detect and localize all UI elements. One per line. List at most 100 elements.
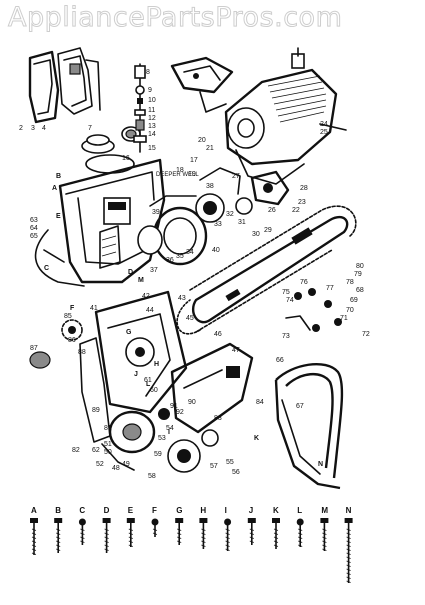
label-53: 53: [158, 435, 166, 442]
fastener-thread: [80, 540, 85, 543]
fastener-thread: [346, 548, 351, 551]
label-78: 78: [346, 279, 354, 286]
label-57: 57: [210, 463, 218, 470]
fastener-thread: [346, 572, 351, 575]
fastener-thread: [225, 540, 230, 543]
label-56: 56: [232, 469, 240, 476]
clutch-assembly: [101, 408, 219, 473]
fastener-thread: [31, 552, 37, 555]
fastener-thread: [31, 532, 37, 535]
fastener-label-k: K: [273, 506, 279, 515]
fastener-thread: [249, 528, 254, 531]
fastener-h: H: [199, 506, 208, 549]
label-19: 19: [188, 171, 196, 178]
label-45: 45: [186, 315, 194, 322]
label-28: 28: [300, 185, 308, 192]
fastener-thread: [346, 532, 351, 535]
label-32: 32: [226, 211, 234, 218]
fastener-label-e: E: [128, 506, 134, 515]
fastener-thread: [273, 532, 279, 535]
fastener-a: A: [30, 506, 38, 555]
fastener-head: [199, 518, 208, 523]
label-18: 18: [176, 167, 184, 174]
label-20: 20: [198, 137, 206, 144]
label-31: 31: [238, 219, 246, 226]
callout-f: F: [70, 305, 75, 312]
fastener-thread: [346, 536, 351, 539]
deeper-well-label: DEEPER WELL: [156, 172, 199, 178]
callout-k: K: [254, 435, 259, 442]
fastener-thread: [177, 540, 182, 543]
label-62: 62: [92, 447, 100, 454]
label-12: 12: [148, 115, 156, 122]
label-36: 36: [166, 257, 174, 264]
label-26: 26: [268, 207, 276, 214]
fastener-thread: [56, 544, 61, 547]
handle-bracket: [170, 56, 234, 113]
label-92: 92: [176, 409, 184, 416]
engine-block: [224, 47, 347, 185]
fastener-thread: [80, 532, 85, 535]
fastener-thread: [56, 548, 61, 551]
guide-bar: [191, 215, 349, 324]
label-64: 64: [30, 225, 38, 232]
fastener-thread: [56, 536, 61, 539]
fastener-thread: [104, 536, 109, 539]
label-24: 24: [320, 121, 328, 128]
label-76: 76: [300, 279, 308, 286]
fastener-thread: [177, 528, 182, 531]
handle-shield-assembly: [28, 47, 101, 124]
label-55: 55: [226, 459, 234, 466]
label-63: 63: [30, 217, 38, 224]
label-52: 52: [96, 461, 104, 468]
fastener-thread: [273, 544, 279, 547]
main-housing: [34, 158, 166, 287]
label-11: 11: [148, 107, 155, 114]
label-13: 13: [148, 123, 156, 130]
label-2: 2: [19, 125, 23, 132]
label-68: 68: [356, 287, 364, 294]
label-87: 87: [30, 345, 38, 352]
fastener-label-d: D: [104, 506, 110, 515]
fastener-thread: [31, 548, 37, 551]
label-69: 69: [350, 297, 358, 304]
label-43: 43: [178, 295, 186, 302]
callout-j: J: [134, 371, 138, 378]
fastener-thread: [273, 540, 279, 543]
callout-l: L: [146, 381, 151, 388]
label-15: 15: [148, 145, 156, 152]
fastener-thread: [346, 540, 351, 543]
fastener-thread: [31, 540, 37, 543]
label-60: 60: [150, 387, 158, 394]
callout-e: E: [56, 213, 61, 220]
label-85: 85: [64, 313, 72, 320]
fastener-thread: [152, 528, 158, 531]
label-83: 83: [214, 415, 222, 422]
label-67: 67: [296, 403, 304, 410]
fastener-thread: [201, 532, 206, 535]
label-58: 58: [148, 473, 156, 480]
fastener-thread: [346, 576, 351, 579]
fastener-l: L: [296, 506, 304, 547]
fastener-thread: [273, 528, 279, 531]
fastener-thread: [56, 532, 61, 535]
label-71: 71: [340, 315, 348, 322]
fastener-thread: [225, 532, 230, 535]
fastener-thread: [201, 544, 206, 547]
label-59: 59: [154, 451, 162, 458]
fastener-thread: [249, 540, 254, 543]
fastener-n: N: [344, 506, 353, 583]
label-81: 81: [104, 425, 112, 432]
fastener-thread: [298, 536, 303, 539]
fastener-thread: [225, 544, 230, 547]
fastener-label-a: A: [31, 506, 37, 515]
fastener-label-g: G: [176, 506, 182, 515]
fastener-head: [272, 518, 280, 523]
fastener-thread: [322, 528, 327, 531]
fastener-label-m: M: [321, 506, 328, 515]
label-44: 44: [146, 307, 154, 314]
starter-flywheel: [137, 167, 253, 266]
label-54: 54: [166, 425, 174, 432]
fastener-thread: [56, 540, 61, 543]
